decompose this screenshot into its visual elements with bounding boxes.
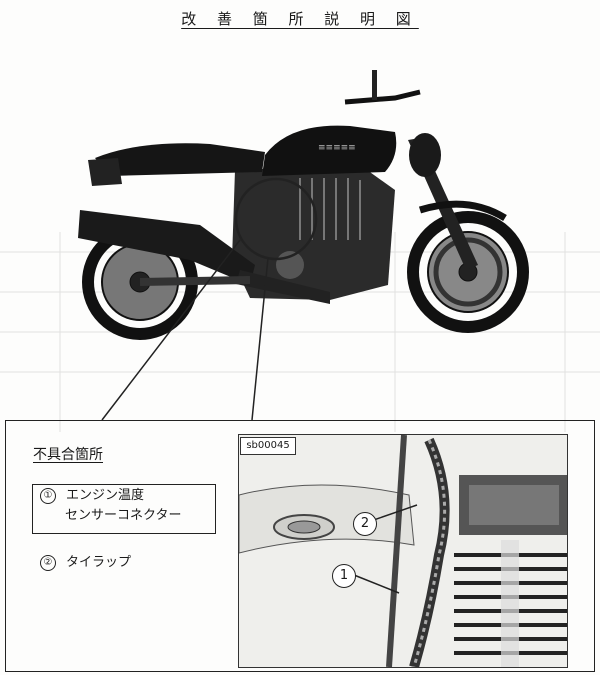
defect-location-heading: 不具合箇所 — [33, 444, 103, 464]
photo-reference-tag: sb00045 — [240, 437, 296, 455]
svg-text:≡≡≡≡≡: ≡≡≡≡≡ — [318, 143, 356, 153]
item-2-line1: タイラップ — [66, 555, 131, 570]
item-2: ② タイラップ — [40, 553, 131, 572]
engine-closeup-image — [239, 435, 567, 667]
callout-2: 2 — [353, 512, 377, 536]
closeup-photo — [238, 434, 568, 668]
item-1-line1: エンジン温度 — [66, 488, 144, 503]
item-1: ① エンジン温度 — [40, 486, 144, 505]
front-wheel — [413, 217, 523, 327]
motorcycle-illustration: ≡≡≡≡≡ — [0, 60, 600, 360]
handlebar — [345, 92, 420, 102]
item-1-number: ① — [40, 488, 56, 504]
item-2-number: ② — [40, 555, 56, 571]
page-title: 改 善 箇 所 説 明 図 — [0, 8, 600, 29]
headlight — [409, 133, 441, 177]
seat — [95, 143, 265, 176]
item-1-line2: センサーコネクター — [65, 506, 181, 525]
callout-1: 1 — [332, 564, 356, 588]
